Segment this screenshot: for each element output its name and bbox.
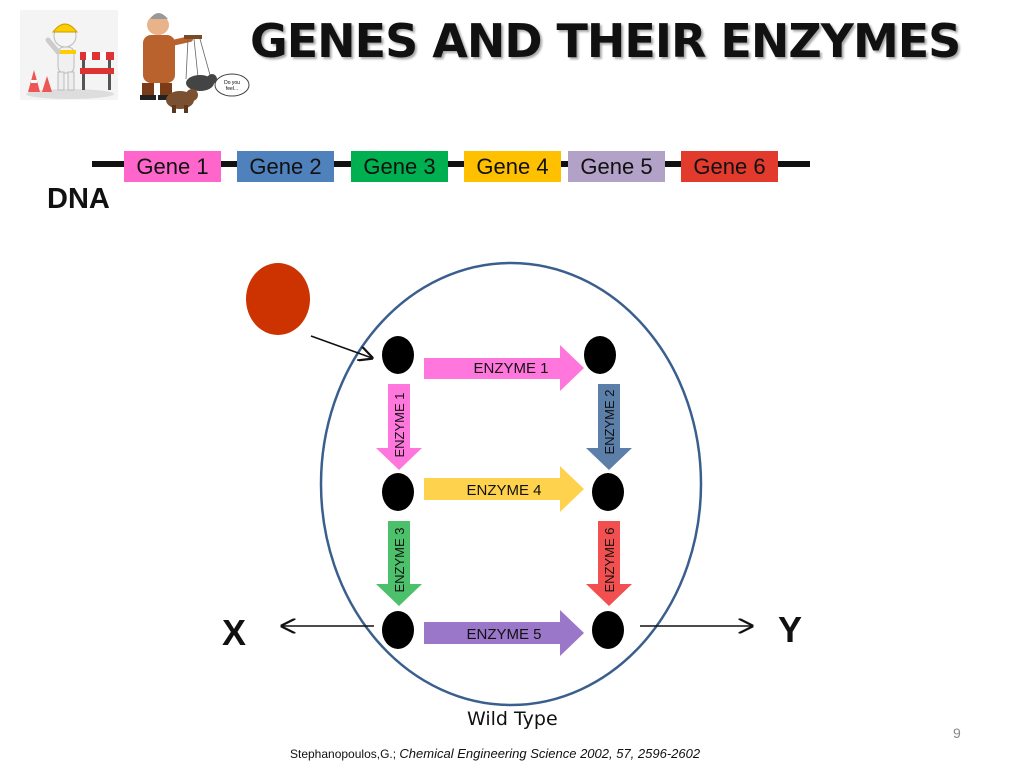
enzyme-2-arrow: ENZYME 2 [586, 384, 632, 470]
gene-6-label: Gene 6 [693, 153, 766, 179]
dna-strand [92, 161, 810, 167]
metabolite-node [382, 336, 414, 374]
gene-1-label: Gene 1 [136, 153, 209, 179]
enzyme-3-arrow: ENZYME 3 [376, 521, 422, 606]
metabolite-node [592, 611, 624, 649]
substrate-entry-arrow [310, 335, 372, 358]
svg-text:feel...: feel... [226, 86, 238, 92]
metabolite-node [382, 473, 414, 511]
citation-author: Stephanopoulos,G.; [290, 747, 397, 761]
enzyme-1-horizontal-arrow: ENZYME 1 [424, 345, 584, 391]
enzyme-4-label: ENZYME 4 [466, 482, 541, 499]
gene-5-box: Gene 5 [568, 151, 665, 182]
enzyme-3-label: ENZYME 3 [392, 527, 407, 592]
svg-text:Do you: Do you [224, 80, 240, 86]
gene-4-box: Gene 4 [464, 151, 561, 182]
citation-journal: Chemical Engineering Science 2002, 57, 2… [399, 746, 701, 761]
cell-boundary [319, 261, 703, 707]
slide-title: GENES AND THEIR ENZYMES [250, 14, 961, 68]
gene-1-box: Gene 1 [124, 151, 221, 182]
enzyme-1-h-label: ENZYME 1 [473, 360, 548, 377]
citation: Stephanopoulos,G.; Chemical Engineering … [290, 746, 700, 761]
product-x-label: X [222, 612, 246, 653]
enzyme-1-v-label: ENZYME 1 [392, 392, 407, 457]
gene-5-label: Gene 5 [580, 153, 653, 179]
puppeteer-cartoon-icon: Do you feel... [128, 5, 250, 115]
enzyme-5-arrow: ENZYME 5 [424, 610, 584, 656]
enzyme-5-label: ENZYME 5 [466, 626, 541, 643]
gene-4-label: Gene 4 [476, 153, 549, 179]
gene-3-box: Gene 3 [351, 151, 448, 182]
gene-6-box: Gene 6 [681, 151, 778, 182]
enzyme-4-arrow: ENZYME 4 [424, 466, 584, 512]
metabolite-node [592, 473, 624, 511]
enzyme-6-label: ENZYME 6 [602, 527, 617, 592]
product-y-label: Y [778, 609, 802, 650]
enzyme-2-label: ENZYME 2 [602, 389, 617, 454]
metabolite-node [584, 336, 616, 374]
gene-3-label: Gene 3 [363, 153, 436, 179]
gene-2-box: Gene 2 [237, 151, 334, 182]
wild-type-caption: Wild Type [467, 708, 558, 730]
dna-label: DNA [47, 183, 110, 215]
enzyme-1-vertical-arrow: ENZYME 1 [376, 384, 422, 470]
page-number: 9 [953, 725, 961, 741]
construction-worker-icon [20, 10, 118, 100]
enzyme-6-arrow: ENZYME 6 [586, 521, 632, 606]
substrate-circle [246, 263, 310, 335]
metabolite-node [382, 611, 414, 649]
gene-2-label: Gene 2 [249, 153, 322, 179]
